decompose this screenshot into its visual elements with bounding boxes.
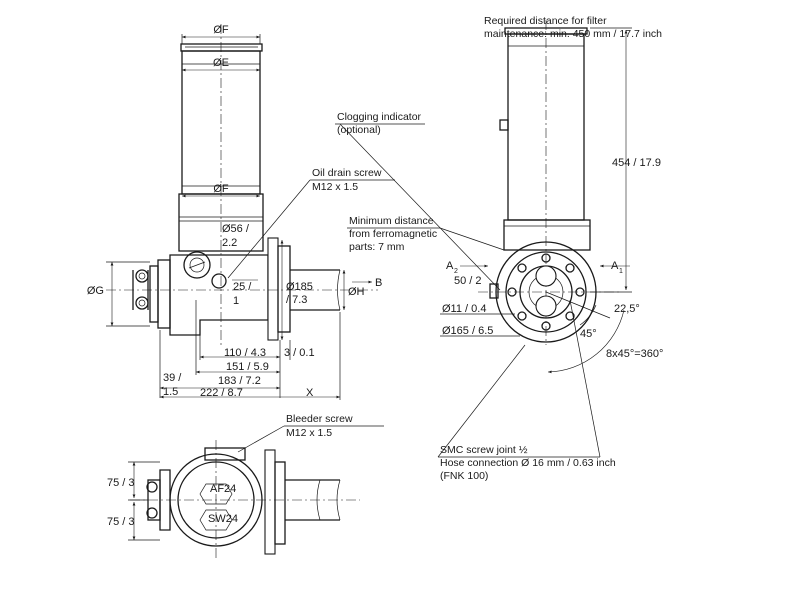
- clogging-indicator: [499, 119, 509, 131]
- bottom-left-flange: [159, 469, 171, 531]
- bolt-hole-1: [541, 253, 551, 263]
- port-a2: A: [446, 260, 454, 272]
- angle-22-5: 22,5°: [614, 303, 640, 315]
- filter-cap: [180, 43, 263, 52]
- min-distance-line2: from ferromagnetic: [349, 228, 437, 240]
- outlet-pipe: [290, 269, 340, 311]
- port-b: B: [375, 277, 382, 289]
- bleeder-line2: M12 x 1.5: [286, 427, 332, 439]
- outlet-flange: [267, 237, 279, 341]
- gear-bottom: [535, 295, 557, 317]
- clogging-line1: Clogging indicator: [337, 111, 422, 123]
- dim-39-b: 1.5: [163, 386, 178, 398]
- dim-dia-56-b: 2.2: [222, 237, 237, 249]
- oil-drain-line1: Oil drain screw: [312, 167, 382, 179]
- left-flange: [157, 259, 171, 329]
- front-view: A 2 A 1 454 / 17.9 50 / 2 Ø11 / 0.4 Ø165…: [335, 15, 663, 482]
- oil-drain-line2: M12 x 1.5: [312, 181, 358, 193]
- oil-drain-plug: [183, 251, 211, 279]
- dim-183: 183 / 7.2: [218, 375, 261, 387]
- bolt-hole-4: [565, 311, 575, 321]
- dim-dia-e: ØE: [213, 57, 229, 69]
- smc-line3: (FNK 100): [440, 470, 488, 482]
- dim-dia-185-b: / 7.3: [286, 294, 307, 306]
- dim-x: X: [306, 387, 314, 399]
- bleeder-top: [204, 447, 246, 461]
- dim-39-a: 39 /: [163, 372, 182, 384]
- dim-dia-g: ØG: [87, 285, 104, 297]
- bolt-hole-6: [517, 311, 527, 321]
- dim-dia-56-a: Ø56 /: [222, 223, 250, 235]
- hex-af24: [199, 483, 233, 505]
- dim-110: 110 / 4.3: [224, 347, 266, 359]
- filter-maint-line1: Required distance for filter: [484, 15, 607, 27]
- bolt-hole-5: [541, 321, 551, 331]
- port-a1-sub: 1: [619, 268, 623, 275]
- bottom-view: AF24 SW24 75 / 3 75 / 3 Bleeder screw M1…: [107, 413, 384, 560]
- dim-75-top: 75 / 3: [107, 477, 135, 489]
- angle-360: 8x45°=360°: [606, 348, 663, 360]
- drain-screw: [211, 273, 227, 289]
- min-distance-line3: parts: 7 mm: [349, 241, 405, 253]
- smc-line1: SMC screw joint ½: [440, 444, 528, 456]
- dim-dia-185-a: Ø185: [286, 281, 313, 293]
- clogging-line2: (optional): [337, 124, 381, 136]
- dim-151: 151 / 5.9: [226, 361, 269, 373]
- label-sw24: SW24: [208, 513, 238, 525]
- bottom-connector-top: [146, 481, 158, 493]
- dim-222: 222 / 8.7: [200, 387, 243, 399]
- bottom-outlet-flange: [264, 449, 276, 555]
- dim-dia-h: ØH: [348, 286, 365, 298]
- dim-3: 3 / 0.1: [284, 347, 315, 359]
- angle-45: 45°: [580, 328, 597, 340]
- bolt-hole-2: [565, 263, 575, 273]
- port-a1: A: [611, 260, 619, 272]
- bottom-connector-bottom: [146, 507, 158, 519]
- connector-top: [135, 269, 149, 283]
- label-af24: AF24: [210, 483, 236, 495]
- dim-25-b: 1: [233, 295, 239, 307]
- side-view: ØF ØE ØF ØG ØH: [87, 24, 395, 400]
- dim-50: 50 / 2: [454, 275, 482, 287]
- port-a2-sub: 2: [454, 268, 458, 275]
- connector-bottom: [135, 296, 149, 310]
- dim-dia-11: Ø11 / 0.4: [442, 303, 486, 315]
- filter-maint-line2: maintenance: min. 450 mm / 17.7 inch: [484, 28, 662, 40]
- bolt-hole-8: [517, 263, 527, 273]
- dim-25-a: 25 /: [233, 281, 252, 293]
- gear-top: [535, 265, 557, 287]
- hex-sw24: [199, 509, 233, 531]
- bleeder-line1: Bleeder screw: [286, 413, 353, 425]
- dim-454: 454 / 17.9: [612, 157, 661, 169]
- dim-dia-f-top: ØF: [213, 24, 229, 36]
- min-distance-line1: Minimum distance: [349, 215, 434, 227]
- front-lower-housing: [503, 219, 591, 251]
- dim-dia-f-mid: ØF: [213, 183, 229, 195]
- dim-75-bottom: 75 / 3: [107, 516, 135, 528]
- dim-dia-165: Ø165 / 6.5: [442, 325, 493, 337]
- smc-line2: Hose connection Ø 16 mm / 0.63 inch: [440, 457, 616, 469]
